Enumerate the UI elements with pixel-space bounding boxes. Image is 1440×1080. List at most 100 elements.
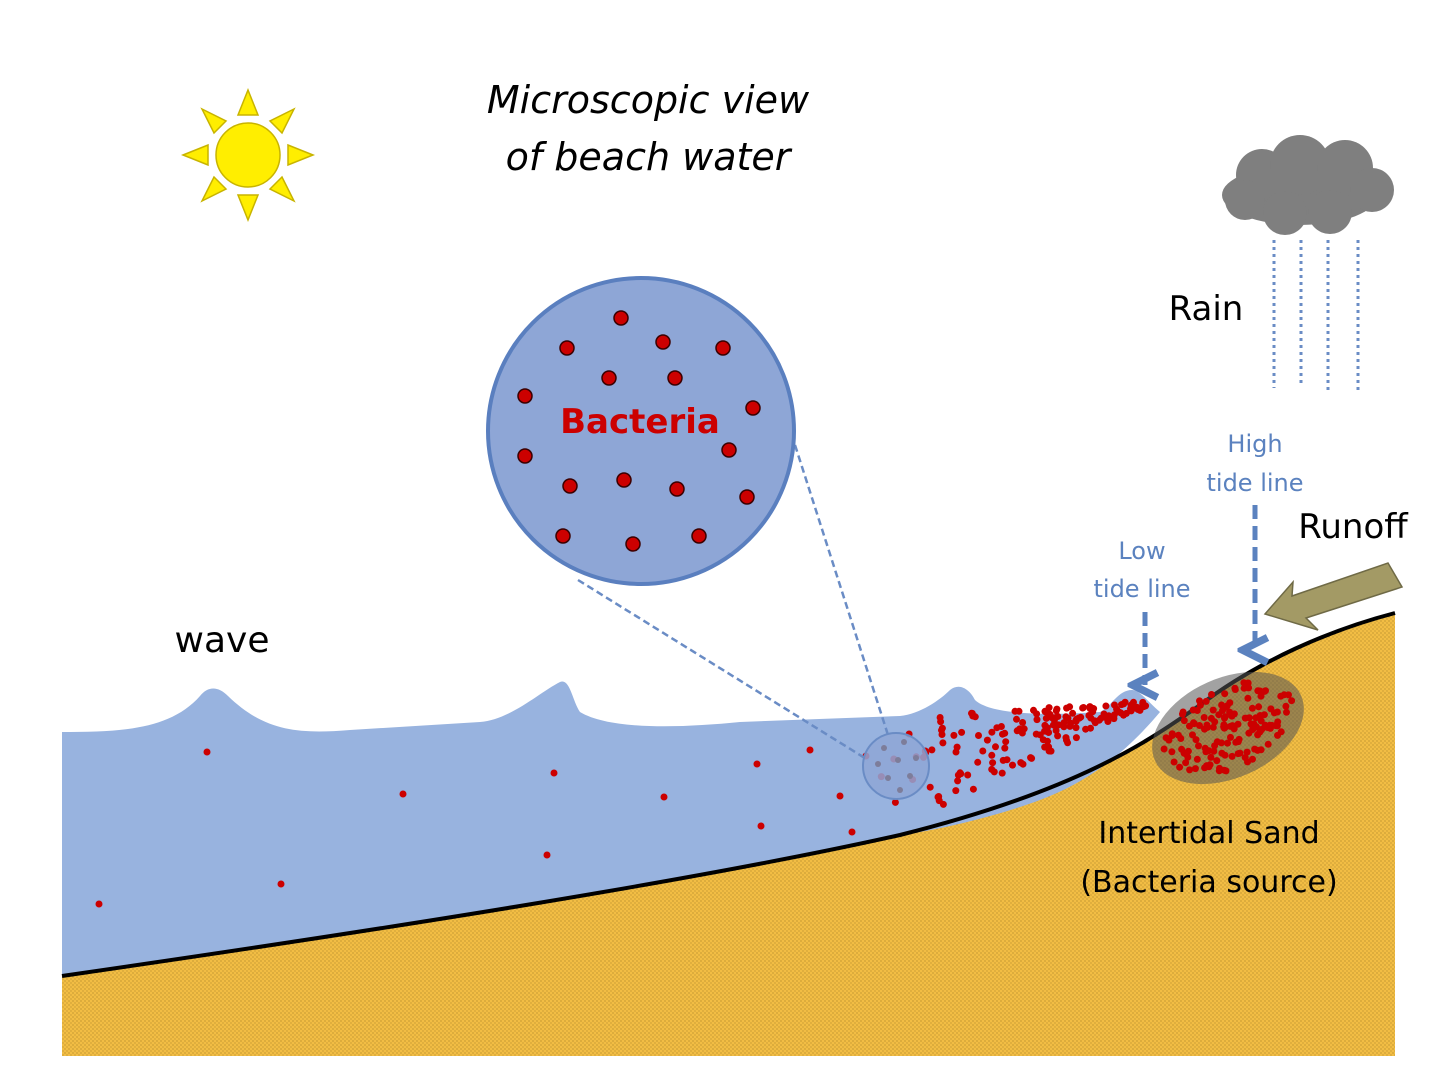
bacteria-dot: [1221, 713, 1229, 721]
wave-label: wave: [175, 620, 270, 661]
bacteria-dot: [1254, 687, 1262, 695]
bacteria-dot: [1015, 707, 1023, 715]
bacteria-dot: [1257, 746, 1265, 754]
bacteria-dot: [988, 751, 996, 759]
bacteria-dot: [1248, 704, 1256, 712]
bacteria-dot: [1002, 738, 1010, 746]
bacteria-dot: [555, 528, 571, 544]
bacteria-dot: [1104, 718, 1112, 725]
bacteria-dot: [1234, 720, 1242, 728]
bacteria-dot: [1240, 684, 1248, 692]
low-tide-label-line2: tide line: [1093, 575, 1190, 603]
bacteria-dot: [1249, 726, 1257, 733]
bacteria-dot: [1013, 715, 1020, 723]
bacteria-dot: [399, 790, 407, 798]
bacteria-dot: [969, 785, 977, 793]
bacteria-dot: [1236, 749, 1244, 757]
bacteria-dot: [1224, 739, 1231, 747]
bacteria-dot: [979, 747, 987, 755]
bacteria-dot: [1195, 742, 1202, 750]
bacteria-dot: [1241, 754, 1249, 761]
bacteria-dot: [1196, 697, 1203, 705]
bacteria-dot: [655, 334, 671, 350]
bacteria-dot: [1256, 726, 1264, 734]
bacteria-dot: [1063, 704, 1071, 712]
intertidal-sand-label-line1: Intertidal Sand: [1098, 816, 1319, 851]
diagram-title-line2: of beach water: [506, 135, 793, 179]
bacteria-dot: [1069, 709, 1077, 717]
bacteria-dot: [1062, 713, 1070, 721]
bacteria-dot: [1045, 704, 1053, 712]
bacteria-dot: [1231, 684, 1239, 692]
bacteria-dot: [1140, 703, 1148, 711]
bacteria-dot: [1072, 724, 1080, 732]
bacteria-dot: [1193, 755, 1201, 763]
bacteria-dot: [1090, 705, 1098, 713]
bacteria-dot: [667, 370, 683, 386]
bacteria-dot: [1218, 701, 1226, 709]
bacteria-dot: [1100, 710, 1108, 718]
bacteria-dot: [1072, 734, 1080, 742]
bacteria-dot: [601, 370, 617, 386]
runoff-label: Runoff: [1298, 507, 1409, 547]
bacteria-dot: [739, 489, 755, 505]
bacteria-dot: [1027, 754, 1035, 762]
bacteria-dot: [550, 769, 558, 777]
bacteria-dot: [745, 400, 761, 416]
bacteria-dot: [1264, 740, 1272, 748]
bacteria-dot: [1213, 757, 1221, 765]
shoreline: [61, 611, 1396, 978]
bacteria-dot: [975, 732, 982, 739]
bacteria-dot: [1228, 712, 1236, 720]
bacteria-dot: [926, 783, 934, 791]
bacteria-dot: [954, 777, 962, 785]
bacteria-dot: [1215, 767, 1223, 775]
bacteria-dot: [721, 442, 737, 458]
bacteria-dot: [517, 448, 533, 464]
bacteria-dot: [993, 724, 1001, 732]
bacteria-dot: [1054, 732, 1062, 740]
bacteria-dot: [974, 758, 982, 766]
magnified-bacteria: [517, 310, 761, 552]
bacteria-dot: [277, 880, 285, 888]
bacteria-dot: [1208, 691, 1215, 698]
bacteria-dot: [1066, 722, 1074, 730]
bacteria-dot: [1211, 742, 1219, 750]
bacteria-dot: [988, 765, 996, 773]
bacteria-dot: [1082, 725, 1090, 733]
bacteria-dot: [952, 787, 960, 795]
bacteria-dot: [1228, 722, 1236, 730]
bacteria-dot: [753, 760, 761, 768]
bacteria-dot: [669, 481, 685, 497]
bacteria-dot: [934, 793, 942, 801]
bacteria-dot: [691, 528, 707, 544]
bacteria-dot: [562, 478, 578, 494]
bacteria-dot: [1121, 698, 1129, 706]
bacteria-dot: [1191, 765, 1199, 773]
bacteria-dot: [950, 731, 958, 739]
bacteria-dot: [660, 793, 668, 801]
bacteria-dot: [1077, 713, 1085, 721]
rain-label: Rain: [1169, 289, 1244, 329]
bacteria-dot: [983, 736, 991, 744]
bacteria-dot: [1193, 707, 1201, 714]
bacteria-dot: [559, 340, 575, 356]
bacteria-dot: [1060, 723, 1068, 731]
diagram-title-line1: Microscopic view: [487, 78, 810, 122]
bacteria-dot: [1043, 743, 1051, 751]
bacteria-dot: [1207, 753, 1215, 761]
bacteria-dot: [1241, 714, 1249, 722]
rain-streaks: [1272, 240, 1360, 393]
rain-cloud-icon: [1222, 135, 1394, 235]
bacteria-dot: [1218, 749, 1226, 757]
bacteria-dot: [1032, 730, 1040, 738]
bacteria-dot: [1223, 702, 1231, 710]
bacteria-dot: [1079, 704, 1087, 712]
bacteria-dot: [992, 743, 999, 751]
bacteria-dot: [95, 900, 103, 908]
bacteria-dot: [1177, 735, 1185, 742]
bacteria-dot: [999, 756, 1007, 764]
bacteria-dot: [1202, 747, 1210, 755]
bacteria-dot: [1009, 761, 1016, 769]
